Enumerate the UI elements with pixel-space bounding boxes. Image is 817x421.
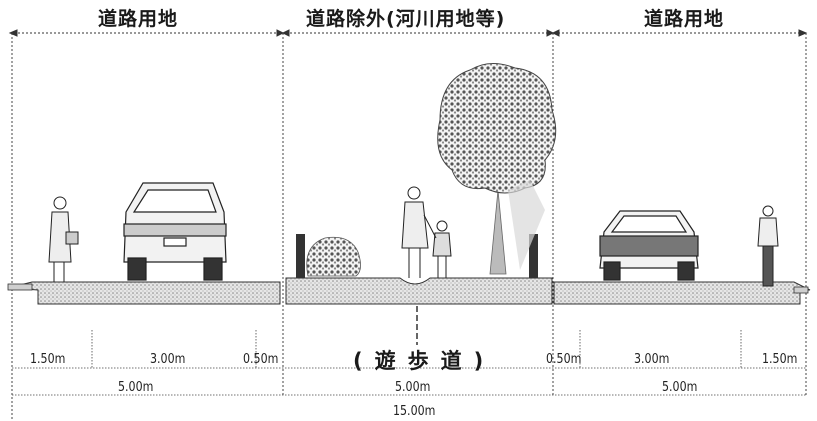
top-extent-line [8, 29, 808, 37]
cyclist-right [757, 205, 779, 287]
header-right-road-land: 道路用地 [644, 8, 725, 30]
tree [437, 63, 557, 275]
dim-right-shoulder: 0.50m [546, 352, 582, 367]
post-left [296, 234, 305, 278]
dim-center-total: 5.00m [395, 380, 431, 395]
dim-left-total: 5.00m [118, 380, 154, 395]
dim-left-shoulder: 0.50m [243, 352, 279, 367]
boundary-lines [11, 33, 807, 420]
road-base-right [553, 281, 811, 305]
dim-overall-total: 15.00m [393, 404, 436, 419]
dim-right-total: 5.00m [662, 380, 698, 395]
dim-right-sidewalk: 1.50m [762, 352, 798, 367]
header-left-road-land: 道路用地 [98, 8, 179, 30]
car-right [599, 210, 699, 281]
pedestrian-left [48, 196, 79, 282]
dimension-lines [12, 330, 806, 396]
road-base-left [7, 281, 281, 305]
family-walking [401, 186, 452, 278]
dim-right-lane: 3.00m [634, 352, 670, 367]
shrub [306, 236, 361, 277]
promenade-label: (遊歩道) [353, 349, 496, 373]
car-left [123, 182, 227, 281]
dim-left-lane: 3.00m [150, 352, 186, 367]
post-right [529, 234, 538, 278]
promenade-base [285, 277, 553, 305]
header-center-river-land: 道路除外(河川用地等) [306, 8, 506, 30]
dim-left-sidewalk: 1.50m [30, 352, 66, 367]
